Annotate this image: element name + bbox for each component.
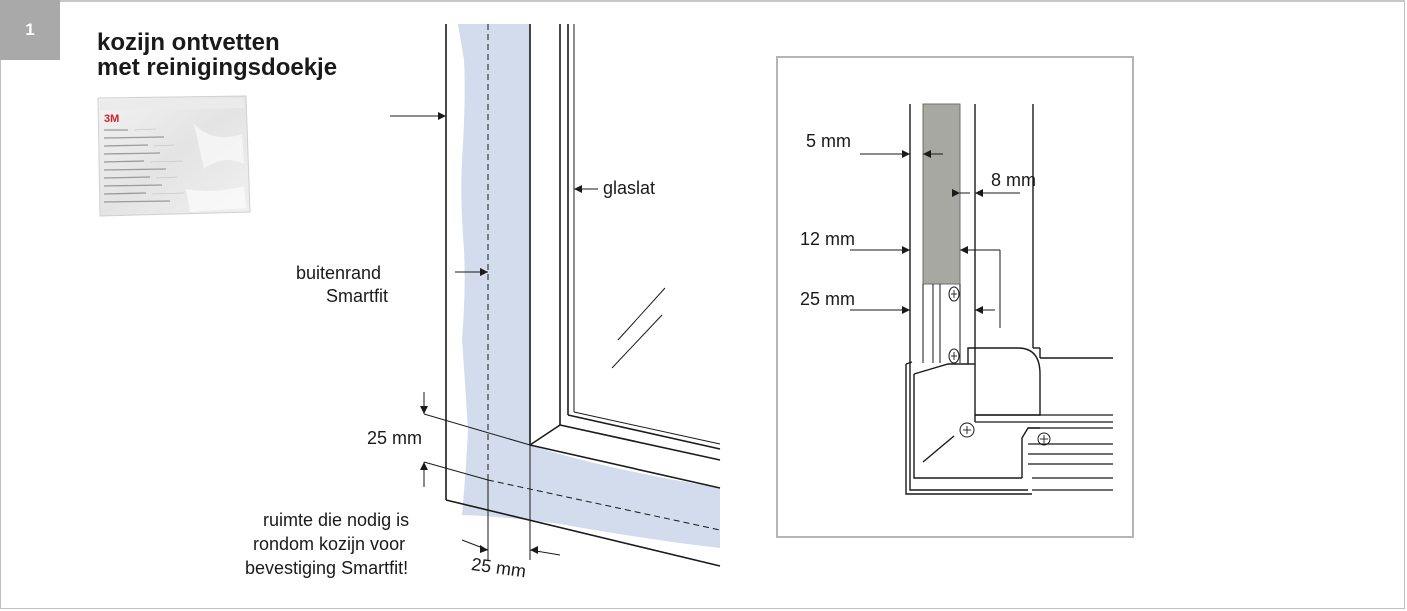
corner-connector [905,347,1041,495]
dimension-25mm-vertical-label: 25 mm [367,428,423,448]
wipe-brand-logo: 3M [104,113,119,125]
note-line-3: bevestiging Smartfit! [245,558,409,578]
dimension-8mm-label: 8 mm [991,170,1036,190]
buitenrand-label-line-1: buitenrand [296,263,382,283]
smartfit-zone [458,24,720,548]
dimension-lines [390,115,598,560]
detail-drawing [850,103,1113,495]
glazing-bead [559,24,721,461]
note-line-1: ruimte die nodig is [263,510,410,530]
glass-reflection-marks [611,287,666,369]
cleaning-wipe-packet-image: 3M [97,95,251,217]
dimension-12mm-label: 12 mm [800,229,856,249]
dimension-5mm-label: 5 mm [806,131,851,151]
step-title-line-1: kozijn ontvetten [97,29,280,56]
note-line-2: rondom kozijn voor [253,534,406,554]
step-number-badge: 1 [0,0,60,60]
step-title-line-2: met reinigingsdoekje [97,54,338,81]
step-title: kozijn ontvetten met reinigingsdoekje [97,30,337,80]
dimension-arrowheads [420,112,582,554]
dimension-25mm-label: 25 mm [800,289,856,309]
detail-drawing-box: 5 mm 8 mm 12 mm 25 mm [776,56,1134,538]
smartfit-outer-edge-line [487,24,721,531]
glaslat-label: glaslat [603,178,656,198]
buitenrand-label-line-2: Smartfit [326,286,389,306]
